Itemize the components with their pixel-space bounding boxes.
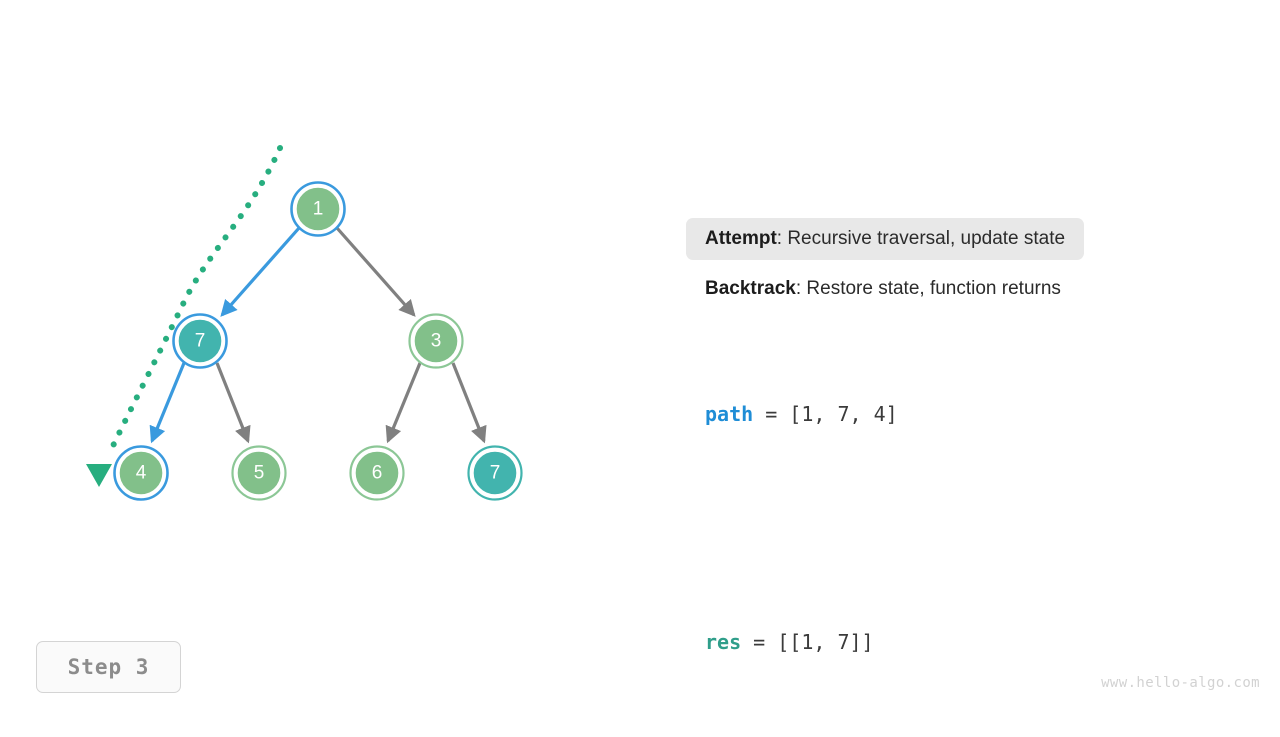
backtrack-row: Backtrack: Restore state, function retur… — [686, 278, 1206, 299]
node-label: 7 — [195, 331, 206, 352]
node-outer-ring — [467, 445, 523, 501]
node-label: 4 — [136, 463, 147, 484]
tree-node-7-right[interactable]: 7 — [467, 445, 523, 501]
backtrack-text: : Restore state, function returns — [795, 278, 1061, 300]
edge-7-to-4 — [149, 362, 186, 444]
path-variable: path — [705, 401, 754, 426]
node-body — [117, 449, 165, 497]
node-body — [235, 449, 283, 497]
watermark: www.hello-algo.com — [1101, 675, 1260, 691]
node-label: 3 — [431, 331, 442, 352]
res-line: res = [[1, 7]] — [705, 623, 1187, 661]
node-label: 7 — [490, 463, 501, 484]
code-spacer — [705, 509, 1187, 547]
tree-node-7-left[interactable]: 7 — [172, 313, 228, 369]
backtrack-trace — [86, 145, 283, 487]
tree-node-3[interactable]: 3 — [408, 313, 464, 369]
node-outer-ring — [231, 445, 287, 501]
info-panel: Attempt: Recursive traversal, update sta… — [686, 218, 1206, 737]
node-highlight-ring — [113, 445, 169, 501]
node-body — [412, 317, 460, 365]
tree-node-1[interactable]: 1 — [290, 181, 346, 237]
path-line: path = [1, 7, 4] — [705, 395, 1187, 433]
edge-1-to-3 — [335, 226, 416, 317]
edge-3-to-7 — [451, 362, 487, 444]
tree-node-4[interactable]: 4 — [113, 445, 169, 501]
node-body — [294, 185, 342, 233]
attempt-row: Attempt: Recursive traversal, update sta… — [686, 218, 1085, 261]
attempt-label: Attempt — [705, 228, 777, 249]
state-code-block: path = [1, 7, 4] res = [[1, 7]] — [686, 319, 1206, 737]
tree-node-6[interactable]: 6 — [349, 445, 405, 501]
edge-1-to-7 — [220, 226, 301, 317]
edge-3-to-6 — [385, 362, 422, 444]
edge-7-to-5 — [215, 362, 251, 444]
node-label: 6 — [372, 463, 383, 484]
node-outer-ring — [408, 313, 464, 369]
node-highlight-ring — [290, 181, 346, 237]
res-value: = [[1, 7]] — [741, 629, 874, 654]
res-variable: res — [705, 629, 742, 654]
node-body — [353, 449, 401, 497]
node-body — [471, 449, 519, 497]
binary-tree-diagram: 1 7 3 4 5 6 7 — [86, 145, 523, 501]
node-highlight-ring — [172, 313, 228, 369]
backtrack-trace-arrowhead — [86, 464, 112, 487]
tree-node-5[interactable]: 5 — [231, 445, 287, 501]
node-label: 5 — [254, 463, 265, 484]
path-value: = [1, 7, 4] — [753, 401, 898, 426]
step-badge: Step 3 — [36, 641, 181, 693]
tree-edges — [149, 226, 487, 444]
backtrack-label: Backtrack — [705, 278, 796, 300]
node-body — [176, 317, 224, 365]
attempt-text: : Recursive traversal, update state — [776, 228, 1066, 249]
node-outer-ring — [349, 445, 405, 501]
node-label: 1 — [313, 199, 324, 220]
